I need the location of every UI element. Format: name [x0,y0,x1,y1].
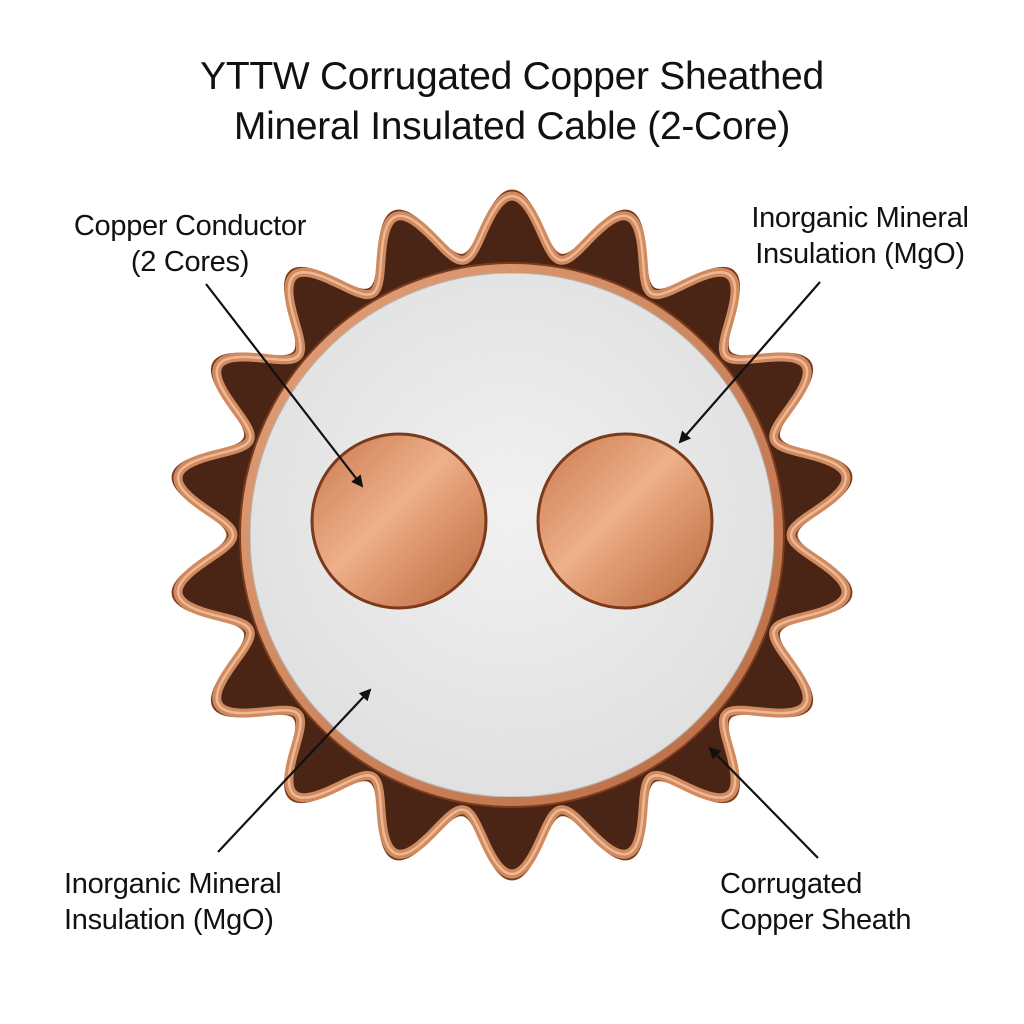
label-insulation-top-line-1: Inorganic Mineral [751,202,969,234]
corrugated-sheath-highlight [176,194,848,876]
diagram-title: YTTW Corrugated Copper Sheathed Mineral … [0,52,1024,152]
label-sheath-line-1: Corrugated [720,868,863,900]
arrow-insulation-bottom [217,688,372,853]
label-conductor-line-1: Copper Conductor [73,210,307,242]
mgo-insulation-fill [249,272,775,798]
label-insulation-top-line-2: Insulation (MgO) [755,238,965,270]
label-insulation-bottom: Inorganic Mineral Insulation (MgO) [64,866,384,938]
label-insulation-top: Inorganic Mineral Insulation (MgO) [720,200,1000,272]
copper-core-left [310,432,488,610]
label-insulation-bottom-line-1: Inorganic Mineral [64,868,282,900]
arrow-conductor [205,283,364,488]
arrow-sheath [708,746,819,859]
arrow-insulation-top [678,281,821,444]
title-line-2: Mineral Insulated Cable (2-Core) [233,105,791,148]
label-insulation-bottom-line-2: Insulation (MgO) [64,904,274,936]
label-corrugated-sheath: Corrugated Copper Sheath [720,866,1000,938]
label-sheath-line-2: Copper Sheath [720,904,912,936]
label-copper-conductor: Copper Conductor (2 Cores) [40,208,340,280]
copper-core-right [536,432,714,610]
label-conductor-line-2: (2 Cores) [130,246,250,278]
title-line-1: YTTW Corrugated Copper Sheathed [200,55,824,98]
